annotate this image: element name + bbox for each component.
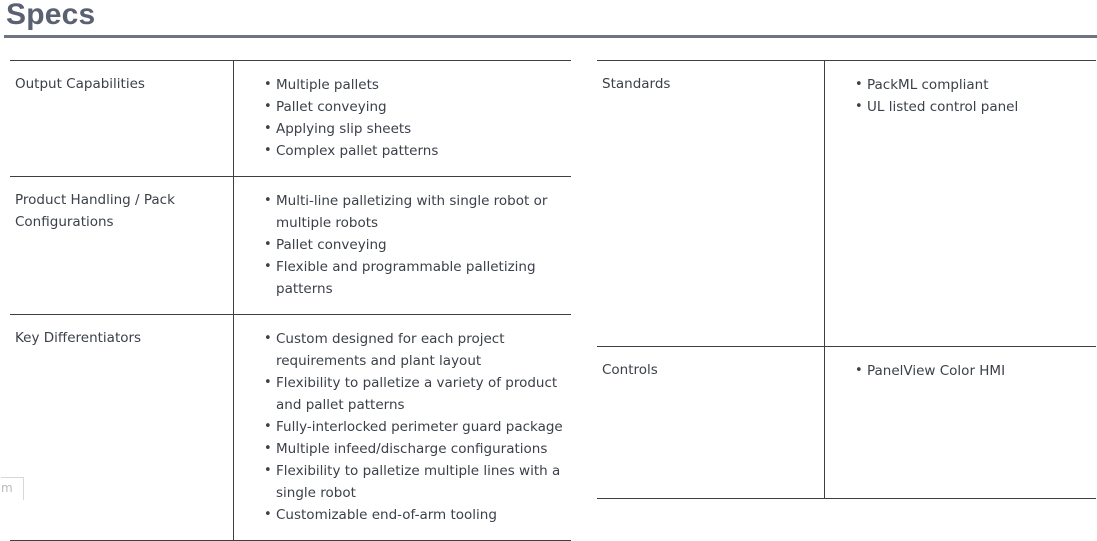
- list-item-label: UL listed control panel: [867, 99, 1019, 115]
- table-row: Standards • PackML compliant • UL listed…: [597, 60, 1096, 347]
- table-row: Key Differentiators • Custom designed fo…: [10, 314, 571, 541]
- page-header: Specs: [0, 0, 1097, 42]
- spec-label: Key Differentiators: [15, 330, 142, 346]
- list-item-label: Multiple pallets: [276, 77, 379, 93]
- list-item-label: Custom designed for each project require…: [276, 331, 505, 369]
- bullet-icon: •: [264, 331, 272, 346]
- spec-label-cell: Output Capabilities: [10, 60, 234, 177]
- spec-label: Output Capabilities: [15, 76, 145, 92]
- list-item-label: Multiple infeed/discharge configurations: [276, 441, 548, 457]
- spec-label: Standards: [602, 76, 671, 92]
- list-item: • Multiple pallets: [264, 74, 565, 96]
- list-item-label: Flexibility to palletize multiple lines …: [276, 463, 561, 501]
- list-item-label: PanelView Color HMI: [867, 363, 1006, 379]
- list-item-label: Flexible and programmable palletizing pa…: [276, 259, 536, 297]
- spec-label-cell: Product Handling / Pack Configurations: [10, 176, 234, 315]
- list-item: • Pallet conveying: [264, 234, 565, 256]
- list-item: • Flexibility to palletize a variety of …: [264, 372, 565, 416]
- list-item: • Multiple infeed/discharge configuratio…: [264, 438, 565, 460]
- list-item-label: Applying slip sheets: [276, 121, 412, 137]
- bullet-icon: •: [264, 507, 272, 522]
- list-item: • Customizable end-of-arm tooling: [264, 504, 565, 526]
- list-item: • PackML compliant: [855, 74, 1090, 96]
- title-divider: [4, 35, 1097, 38]
- list-item-label: Fully-interlocked perimeter guard packag…: [276, 419, 563, 435]
- list-item: • UL listed control panel: [855, 96, 1090, 118]
- spec-values-cell: • PanelView Color HMI: [824, 346, 1096, 499]
- spec-value-list: • Custom designed for each project requi…: [234, 315, 571, 540]
- spec-values-cell: • Multiple pallets • Pallet conveying • …: [233, 60, 571, 177]
- list-item: • PanelView Color HMI: [855, 360, 1090, 382]
- spec-values-cell: • Custom designed for each project requi…: [233, 314, 571, 541]
- clipped-text-artifact: m: [1, 477, 24, 500]
- list-item: • Custom designed for each project requi…: [264, 328, 565, 372]
- bullet-icon: •: [855, 363, 863, 378]
- specs-table-left: Output Capabilities • Multiple pallets •…: [10, 60, 571, 541]
- list-item-label: Pallet conveying: [276, 237, 387, 253]
- table-row: Product Handling / Pack Configurations •…: [10, 176, 571, 315]
- table-row: Controls • PanelView Color HMI: [597, 346, 1096, 499]
- specs-table-right: Standards • PackML compliant • UL listed…: [597, 60, 1096, 499]
- spec-label: Product Handling / Pack Configurations: [15, 192, 175, 230]
- spec-value-list: • Multi-line palletizing with single rob…: [234, 177, 571, 314]
- bullet-icon: •: [264, 259, 272, 274]
- bullet-icon: •: [264, 463, 272, 478]
- bullet-icon: •: [264, 121, 272, 136]
- list-item-label: Flexibility to palletize a variety of pr…: [276, 375, 558, 413]
- bullet-icon: •: [264, 375, 272, 390]
- spec-label-cell: Key Differentiators: [10, 314, 234, 541]
- spec-label-cell: Controls: [597, 346, 825, 499]
- list-item-label: Complex pallet patterns: [276, 143, 439, 159]
- list-item: • Flexibility to palletize multiple line…: [264, 460, 565, 504]
- list-item-label: Pallet conveying: [276, 99, 387, 115]
- spec-label: Controls: [602, 362, 658, 378]
- list-item-label: Multi-line palletizing with single robot…: [276, 193, 548, 231]
- bullet-icon: •: [855, 99, 863, 114]
- list-item: • Pallet conveying: [264, 96, 565, 118]
- bullet-icon: •: [264, 99, 272, 114]
- spec-label-cell: Standards: [597, 60, 825, 347]
- bullet-icon: •: [264, 77, 272, 92]
- list-item: • Complex pallet patterns: [264, 140, 565, 162]
- spec-value-list: • PackML compliant • UL listed control p…: [825, 61, 1096, 346]
- list-item: • Flexible and programmable palletizing …: [264, 256, 565, 300]
- list-item-label: PackML compliant: [867, 77, 989, 93]
- list-item: • Applying slip sheets: [264, 118, 565, 140]
- list-item: • Multi-line palletizing with single rob…: [264, 190, 565, 234]
- spec-value-list: • Multiple pallets • Pallet conveying • …: [234, 61, 571, 176]
- list-item: • Fully-interlocked perimeter guard pack…: [264, 416, 565, 438]
- bullet-icon: •: [264, 143, 272, 158]
- page-title: Specs: [6, 0, 96, 31]
- bullet-icon: •: [264, 441, 272, 456]
- list-item-label: Customizable end-of-arm tooling: [276, 507, 497, 523]
- spec-values-cell: • Multi-line palletizing with single rob…: [233, 176, 571, 315]
- bullet-icon: •: [855, 77, 863, 92]
- bullet-icon: •: [264, 419, 272, 434]
- bullet-icon: •: [264, 193, 272, 208]
- spec-values-cell: • PackML compliant • UL listed control p…: [824, 60, 1096, 347]
- table-row: Output Capabilities • Multiple pallets •…: [10, 60, 571, 177]
- bullet-icon: •: [264, 237, 272, 252]
- spec-value-list: • PanelView Color HMI: [825, 347, 1096, 498]
